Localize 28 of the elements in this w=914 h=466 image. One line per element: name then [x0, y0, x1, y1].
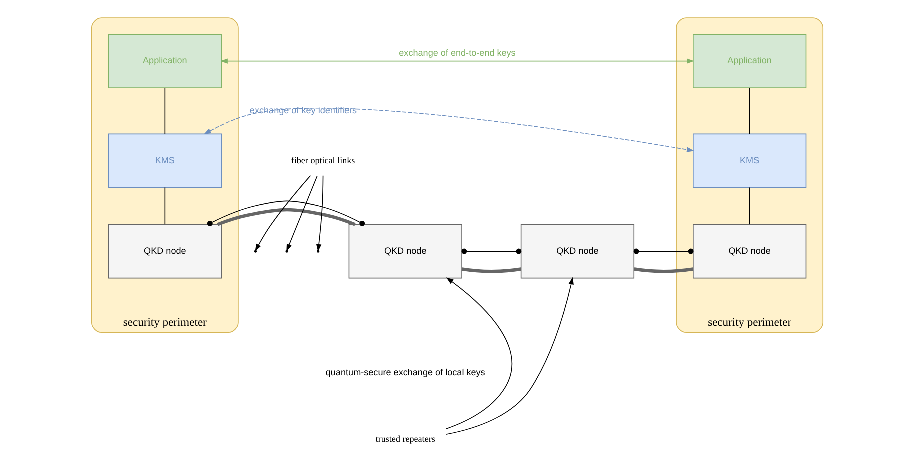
- arrow: [316, 176, 324, 252]
- node-box: KMS: [692, 134, 806, 188]
- edge-label: exchange of key identifiers: [249, 105, 357, 116]
- edge-label: exchange of end-to-end keys: [398, 48, 516, 58]
- connector: [633, 248, 694, 254]
- node-text: trusted repeaters: [375, 434, 435, 444]
- node-text: fiber optical links: [290, 155, 355, 166]
- node-box: QKD node: [108, 224, 222, 279]
- connector: [164, 187, 166, 225]
- node-box: QKD node: [348, 224, 462, 279]
- connector: [461, 248, 522, 254]
- arrow: [445, 277, 574, 436]
- arrow: [220, 58, 694, 64]
- node-box: Application: [108, 34, 222, 88]
- connector: [748, 187, 750, 225]
- node-box: QKD node: [520, 224, 634, 279]
- connector: [633, 268, 694, 274]
- connector: [164, 88, 166, 134]
- label: quantum-secure exchange of local keys: [325, 367, 485, 378]
- connector: [216, 208, 356, 226]
- node-box: Application: [692, 34, 806, 88]
- arrow: [445, 278, 512, 430]
- arrow: [203, 108, 694, 152]
- node-box: QKD node: [692, 224, 806, 279]
- connector: [748, 88, 750, 134]
- connector: [461, 268, 521, 274]
- connector: [206, 200, 365, 226]
- node-box: KMS: [108, 134, 222, 188]
